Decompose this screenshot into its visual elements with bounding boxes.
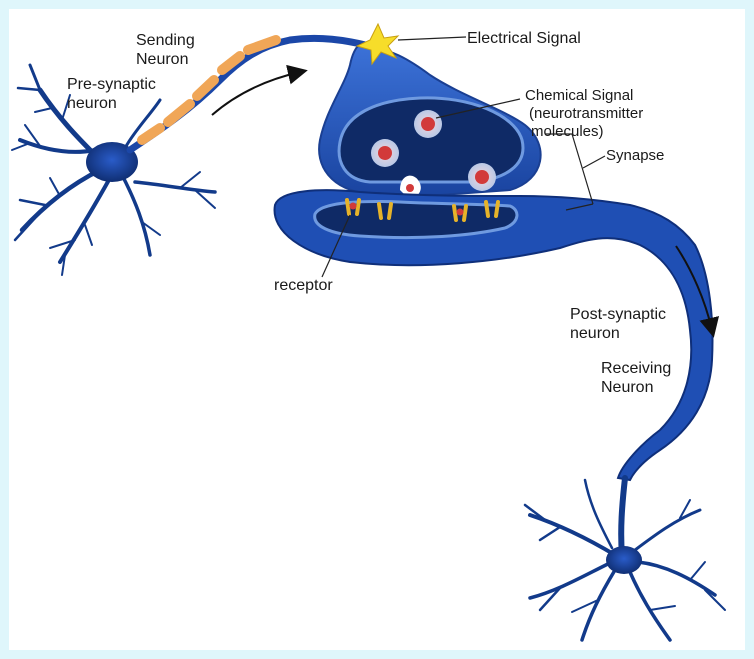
receptor-label: receptor — [274, 276, 333, 295]
neurotransmitter-cluster — [475, 170, 489, 184]
sending-label-line2: Neuron — [136, 50, 195, 69]
chemical-signal-label: Chemical Signal (neurotransmitter molecu… — [525, 87, 643, 141]
sending-label-line1: Sending — [136, 31, 195, 50]
synapse-label: Synapse — [606, 147, 664, 165]
postsynaptic-neuron-label: Post-synaptic neuron — [570, 305, 666, 343]
presynaptic-label-line1: Pre-synaptic — [67, 75, 156, 94]
neurotransmitter-cluster — [421, 117, 435, 131]
postsynaptic-label-line2: neuron — [570, 324, 666, 343]
postsynaptic-soma — [606, 546, 642, 574]
presynaptic-neuron-label: Pre-synaptic neuron — [67, 75, 156, 113]
receiving-neuron-label: Receiving Neuron — [601, 359, 671, 397]
neurotransmitter-cluster — [378, 146, 392, 160]
sending-neuron-label: Sending Neuron — [136, 31, 195, 69]
neurotransmitter-molecule — [406, 184, 414, 192]
chemical-label-line1: Chemical Signal — [525, 87, 643, 105]
electrical-signal-label: Electrical Signal — [467, 29, 581, 48]
postsynaptic-label-line1: Post-synaptic — [570, 305, 666, 324]
chemical-label-line3: molecules) — [531, 123, 643, 141]
chemical-label-line2: (neurotransmitter — [529, 105, 643, 123]
receiving-label-line2: Neuron — [601, 378, 671, 397]
presynaptic-label-line2: neuron — [67, 94, 156, 113]
receiving-label-line1: Receiving — [601, 359, 671, 378]
